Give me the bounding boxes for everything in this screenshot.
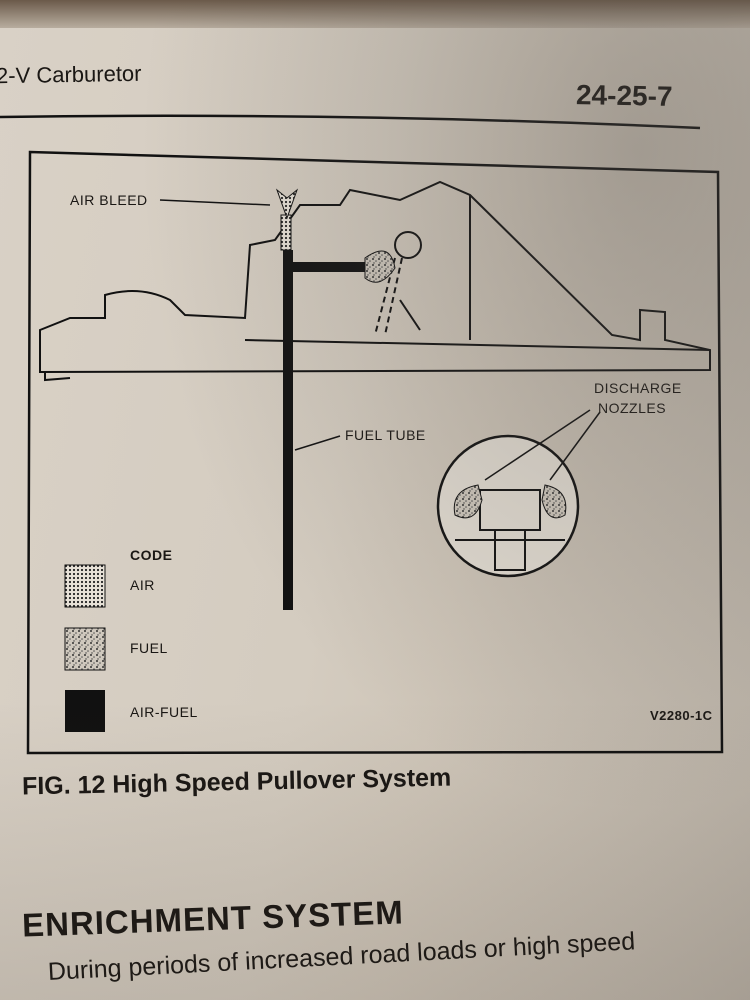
legend-swatch-air-fuel xyxy=(65,690,105,732)
discharge-spray xyxy=(364,250,396,283)
legend-swatch-fuel xyxy=(64,627,106,671)
label-discharge-line2: NOZZLES xyxy=(598,400,667,416)
discharge-leader-left xyxy=(484,409,591,481)
background-carpet xyxy=(0,0,750,28)
air-bleed-channel xyxy=(280,214,292,251)
legend-label-air-fuel: AIR-FUEL xyxy=(130,704,198,720)
legend-swatch-air xyxy=(64,564,106,608)
nozzle-detail xyxy=(455,489,565,571)
figure-border xyxy=(26,150,724,755)
label-discharge-line1: DISCHARGE xyxy=(594,380,682,396)
label-air-bleed: AIR BLEED xyxy=(70,192,148,208)
nozzle-spray-right xyxy=(541,484,567,519)
header-rule xyxy=(0,114,701,130)
figure-code: V2280-1C xyxy=(650,708,713,723)
fuel-tube-leader xyxy=(294,435,341,451)
nozzle-spray-left xyxy=(453,484,483,519)
legend-label-air: AIR xyxy=(130,577,155,593)
label-fuel-tube: FUEL TUBE xyxy=(345,427,426,443)
legend-label-fuel: FUEL xyxy=(130,640,168,656)
legend-title: CODE xyxy=(130,547,173,563)
discharge-leader-right xyxy=(549,411,601,481)
air-bleed-leader xyxy=(159,199,271,206)
air-bleed-arrow xyxy=(275,188,299,220)
fuel-tube xyxy=(283,250,293,610)
air-fuel-passage xyxy=(293,262,365,272)
